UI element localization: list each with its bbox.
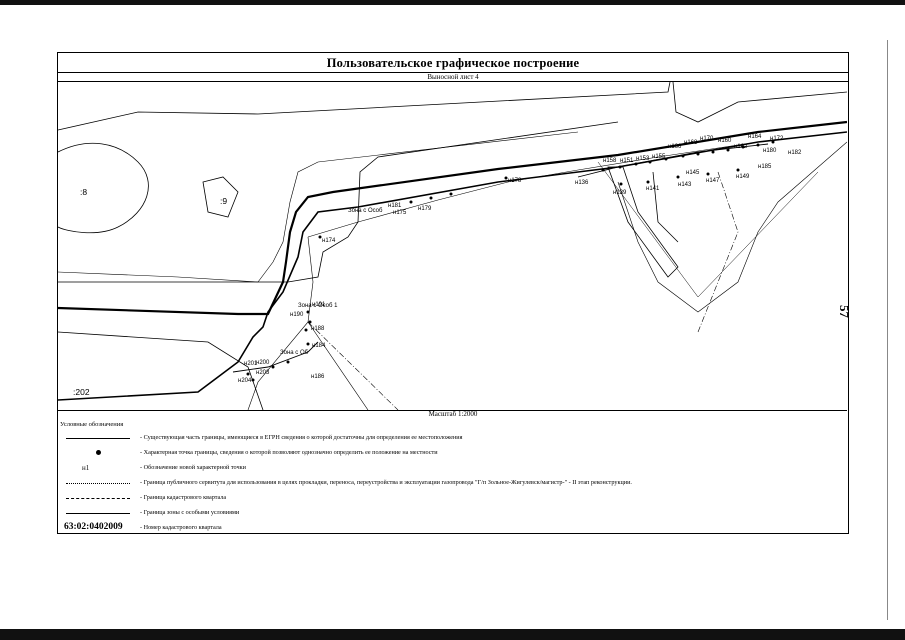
point-label: н182 — [788, 150, 802, 156]
point-label: н175 — [393, 210, 407, 216]
zone-line-west — [232, 341, 319, 373]
parcel-label-9: :9 — [220, 196, 227, 206]
legend-symbol-cadastral: 63:02:0402009 — [64, 522, 123, 532]
map-scale: Масштаб 1:2000 — [428, 410, 478, 418]
legend-item-text: - Номер кадастрового квартала — [140, 524, 222, 531]
legend-item: - Существующая часть границы, имеющиеся … — [60, 431, 840, 446]
sheet-subtitle: Выносной лист 4 — [58, 73, 848, 82]
servitude-line-east — [597, 161, 819, 298]
point-label: н141 — [646, 186, 660, 192]
point-label: н184 — [312, 343, 326, 349]
legend-item: - Характерная точка границы, сведения о … — [60, 446, 840, 461]
cadastral-map: :8 :9 :202 Зона с Особ Зона с Об Зона с … — [58, 82, 847, 411]
point-label: н204 — [238, 378, 252, 384]
point-label: н200 — [256, 360, 270, 366]
legend-symbol-line-solid — [60, 506, 138, 521]
parcel-boundary-hook — [617, 141, 847, 313]
point-label: н188 — [311, 326, 325, 332]
point-label: н186 — [311, 374, 325, 380]
parcel-9 — [202, 176, 239, 218]
scan-edge-top — [0, 0, 905, 5]
scan-edge-bottom — [0, 629, 905, 640]
point-label: н160 — [718, 138, 732, 144]
point-label: н151 — [620, 158, 634, 164]
point-label: н136 — [575, 180, 589, 186]
cadastral-quarter-border — [307, 171, 739, 410]
point-label: н201 — [244, 361, 258, 367]
servitude-line-cross — [247, 236, 369, 410]
point-label: н191 — [312, 302, 326, 308]
parcel-boundary-main — [58, 82, 671, 283]
point-label: н179 — [418, 206, 432, 212]
parcel-hook-polygon — [607, 166, 679, 278]
point-label: н143 — [678, 182, 692, 188]
legend-title: Условные обозначения — [60, 421, 124, 428]
legend-item: - Граница кадастрового квартала — [60, 491, 840, 506]
point-label: н153 — [636, 156, 650, 162]
legend-item: - Граница зоны с особыми условиями — [60, 506, 840, 521]
point-label: н158 — [603, 158, 617, 164]
point-label: н180 — [763, 148, 777, 154]
drawing-sheet: Пользовательское графическое построение … — [57, 52, 849, 534]
legend-item: н1 - Обозначение новой характерной точки — [60, 461, 840, 476]
point-label: н147 — [706, 178, 720, 184]
scan-edge-right — [887, 40, 888, 620]
legend-item-text: - Граница зоны с особыми условиями — [140, 509, 240, 516]
servitude-line-main — [307, 141, 759, 238]
point-label: н178 — [508, 178, 522, 184]
zone-label: Зона с Об — [280, 350, 309, 356]
point-label: н164 — [748, 134, 762, 140]
point-label: н190 — [290, 312, 304, 318]
parcel-boundary-upper — [672, 82, 847, 123]
legend-item-text: - Существующая часть границы, имеющиеся … — [140, 434, 463, 441]
legend: Условные обозначения - Существующая част… — [60, 421, 840, 536]
legend-symbol-line-thin — [60, 431, 138, 446]
point-label: н168 — [684, 140, 698, 146]
legend-item: 63:02:0402009 - Номер кадастрового кварт… — [60, 521, 840, 536]
parcel-label-8: :8 — [80, 187, 87, 197]
legend-item-text: - Обозначение новой характерной точки — [140, 464, 246, 471]
point-label: н145 — [686, 170, 700, 176]
point-label: н155 — [652, 154, 666, 160]
point-labels: н181 н179 н175 н174 н178 н191 н190 н188 … — [238, 134, 802, 384]
zone-label: Зона с Особ — [348, 208, 383, 214]
point-label: н166 — [668, 144, 682, 150]
point-label: н162 — [734, 144, 748, 150]
legend-symbol-dot — [60, 446, 138, 461]
parcel-label-202: :202 — [73, 387, 90, 397]
legend-item-text: - Граница публичного сервитута для испол… — [140, 479, 632, 486]
legend-symbol-line-dashdot — [60, 491, 138, 506]
point-label: н203 — [256, 370, 270, 376]
road-boundary-thick-lower — [58, 131, 847, 401]
zone-label: Зона с Особ 1 — [298, 303, 338, 309]
legend-item-text: - Граница кадастрового квартала — [140, 494, 227, 501]
point-label: н170 — [700, 136, 714, 142]
legend-symbol-label: н1 — [82, 464, 90, 472]
point-label: н149 — [736, 174, 750, 180]
parcel-boundary-left — [58, 142, 149, 234]
point-label: н181 — [388, 203, 402, 209]
boundary-points — [246, 140, 775, 382]
zone-line-east — [577, 143, 769, 178]
parcel-boundary-road-south — [58, 131, 579, 283]
legend-symbol-line-dotted — [60, 476, 138, 491]
sheet-title: Пользовательское графическое построение — [58, 53, 848, 73]
point-label: н185 — [758, 164, 772, 170]
point-label: н139 — [613, 190, 627, 196]
point-label: н174 — [322, 238, 336, 244]
legend-item-text: - Характерная точка границы, сведения о … — [140, 449, 438, 456]
legend-item: - Граница публичного сервитута для испол… — [60, 476, 840, 491]
point-label: н172 — [770, 136, 784, 142]
